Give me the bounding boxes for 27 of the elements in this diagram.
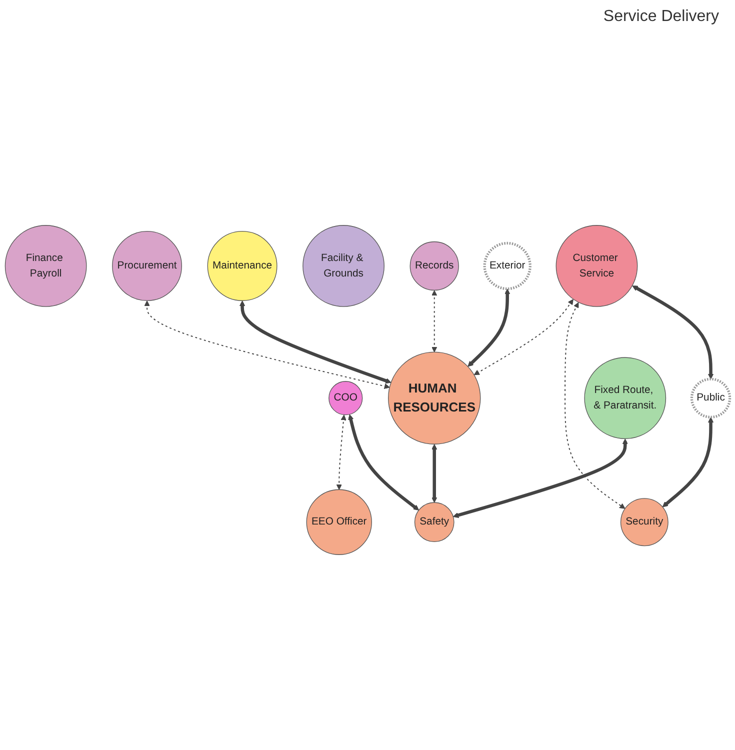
arrow (239, 300, 392, 384)
arrow (452, 438, 628, 518)
arrow (474, 299, 574, 376)
node-circle: Safety (414, 502, 454, 542)
node-circle: Security (620, 498, 668, 546)
node-circle: HUMAN RESOURCES (388, 352, 481, 444)
node-circle: Maintenance (207, 231, 278, 301)
arrow (432, 444, 438, 503)
node-circle: EEO Officer (306, 489, 372, 555)
node-circle: Exterior (483, 242, 532, 290)
node-circle: Customer Service (556, 225, 638, 307)
arrow (468, 288, 510, 367)
arrow (564, 302, 626, 509)
arrow (348, 414, 420, 510)
arrow (336, 414, 346, 490)
node-circle: Finance Payroll (4, 225, 87, 307)
arrow (662, 417, 714, 508)
node-circle: Public (690, 378, 732, 418)
arrow (632, 286, 714, 380)
group-label: Service Delivery (603, 8, 719, 26)
node-circle: Facility & Grounds (302, 225, 384, 307)
node-circle: Fixed Route, & Paratransit. (584, 357, 666, 440)
node-circle: COO (328, 381, 363, 416)
node-circle: Procurement (112, 231, 182, 301)
arrow (432, 290, 438, 352)
arrow (144, 300, 390, 389)
node-circle: Records (410, 241, 459, 291)
